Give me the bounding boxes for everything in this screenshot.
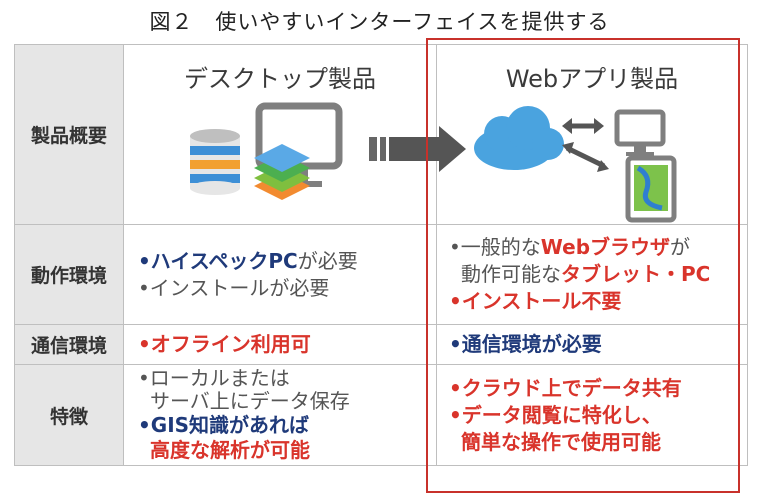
features-web-cell: •クラウド上でデータ共有 •データ閲覧に特化し、 簡単な操作で使用可能 (436, 364, 748, 466)
figure-title: 図２ 使いやすいインターフェイスを提供する (149, 10, 610, 34)
overview-web-cell: Webアプリ製品 (436, 44, 748, 225)
list-item: •一般的なWebブラウザが (449, 235, 691, 259)
network-web-cell: •通信環境が必要 (436, 324, 748, 365)
list-item: •クラウド上でデータ共有 (449, 375, 682, 400)
environment-web-cell: •一般的なWebブラウザが 動作可能なタブレット・PC •インストール不要 (436, 224, 748, 325)
row-header-features: 特徴 (14, 364, 124, 466)
list-item-continuation: 簡単な操作で使用可能 (461, 429, 661, 454)
table-row-network: 通信環境 •オフライン利用可 •通信環境が必要 (14, 324, 748, 365)
list-item: •オフライン利用可 (138, 332, 311, 356)
table-row-environment: 動作環境 •ハイスペックPCが必要 •インストールが必要 •一般的なWebブラウ… (14, 224, 748, 325)
list-item-continuation: サーバ上にデータ保存 (150, 389, 350, 413)
list-item: •データ閲覧に特化し、 (449, 402, 662, 427)
table-row-features: 特徴 •ローカルまたは サーバ上にデータ保存 •GIS知識があれば 高度な解析が… (14, 364, 748, 466)
overview-desktop-cell: デスクトップ製品 (123, 44, 437, 225)
list-item: •ローカルまたは (138, 366, 290, 390)
list-item: 動作可能なタブレット・PC (461, 262, 711, 286)
environment-desktop-cell: •ハイスペックPCが必要 •インストールが必要 (123, 224, 437, 325)
list-item: •ハイスペックPCが必要 (138, 248, 358, 273)
row-header-overview: 製品概要 (14, 44, 124, 225)
column-header-desktop: デスクトップ製品 (184, 65, 376, 93)
row-header-network: 通信環境 (14, 324, 124, 365)
column-header-web: Webアプリ製品 (505, 65, 679, 93)
table-row-overview: 製品概要 デスクトップ製品 Webアプリ製品 (14, 44, 748, 225)
list-item: •GIS知識があれば (138, 413, 310, 437)
network-desktop-cell: •オフライン利用可 (123, 324, 437, 365)
comparison-table: 製品概要 デスクトップ製品 Webアプリ製品 動作環境 •ハイスペックPCが必要… (14, 44, 748, 466)
row-header-environment: 動作環境 (14, 224, 124, 325)
list-item: •インストール不要 (449, 289, 622, 313)
list-item-continuation: 高度な解析が可能 (150, 438, 310, 462)
list-item: •通信環境が必要 (449, 332, 602, 356)
features-desktop-cell: •ローカルまたは サーバ上にデータ保存 •GIS知識があれば 高度な解析が可能 (123, 364, 437, 466)
list-item: •インストールが必要 (138, 275, 330, 300)
